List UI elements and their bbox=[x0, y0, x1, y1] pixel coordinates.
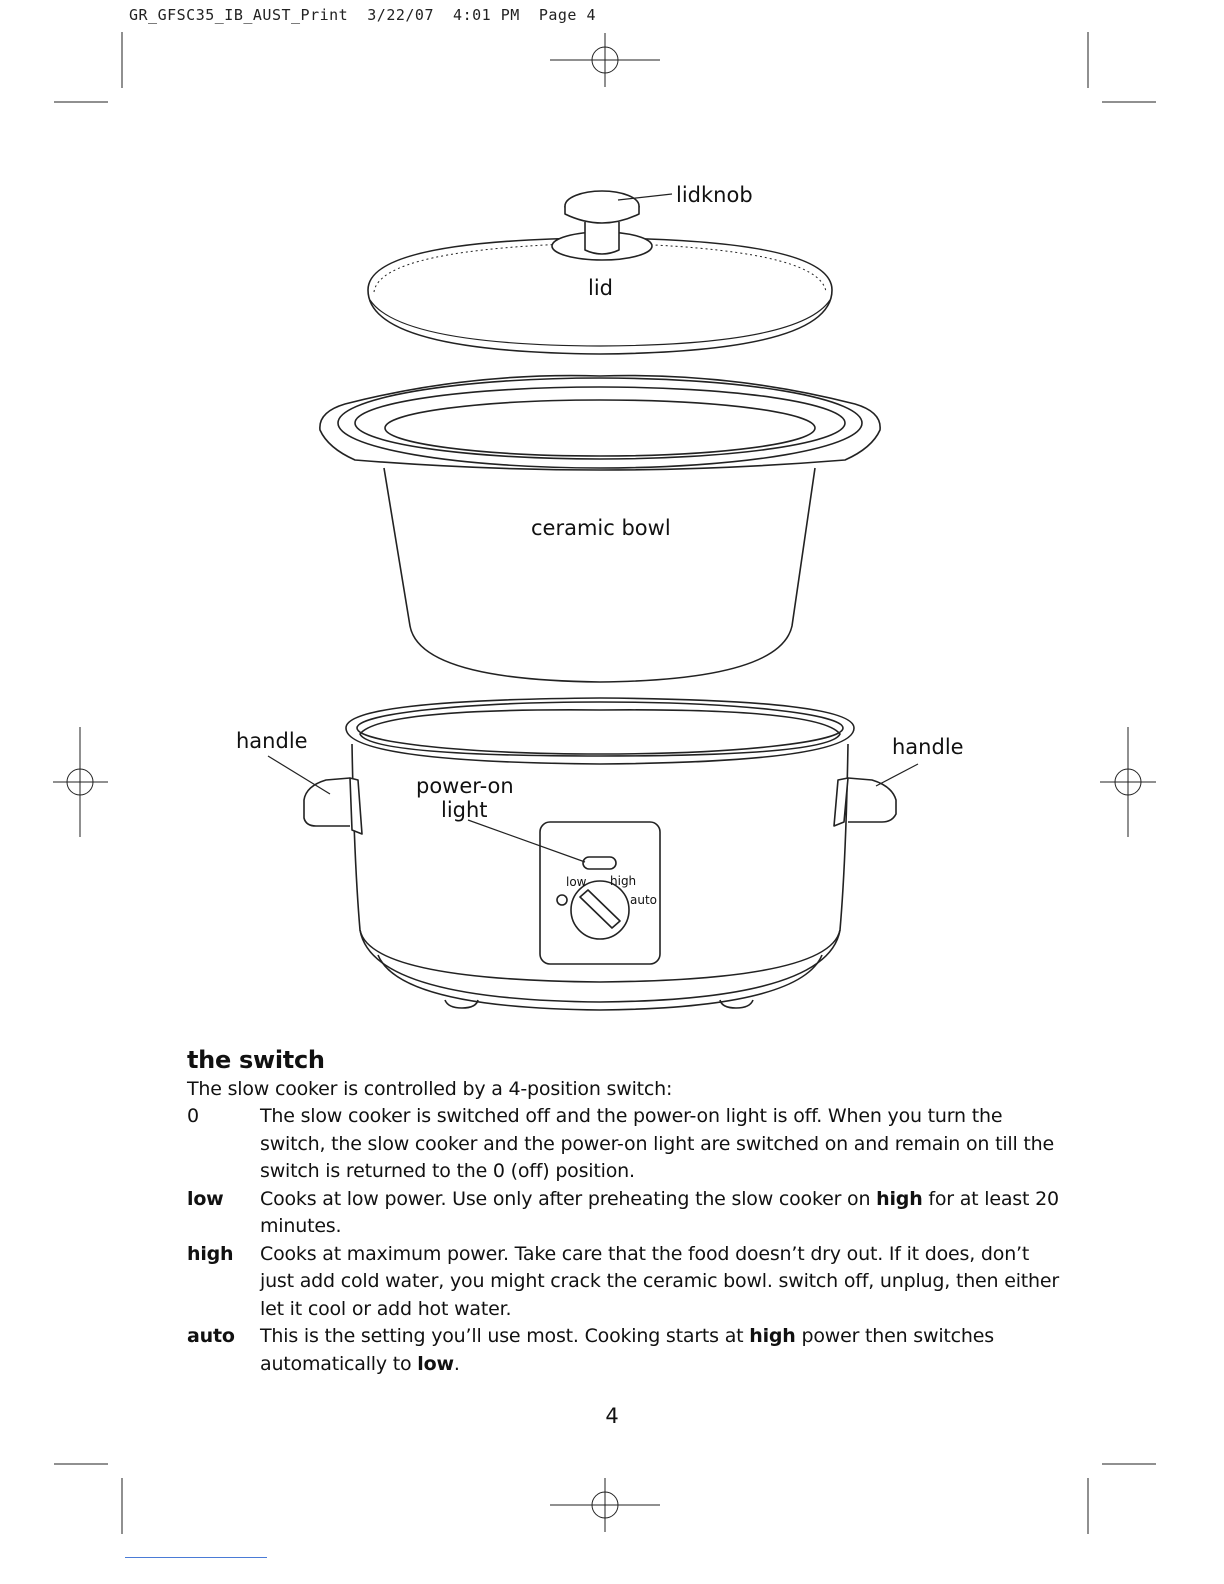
setting-key: auto bbox=[187, 1325, 235, 1347]
bottom-rule bbox=[125, 1557, 267, 1558]
label-lid: lid bbox=[588, 276, 613, 300]
section-heading: the switch bbox=[187, 1046, 325, 1074]
setting-auto: auto This is the setting you’ll use most… bbox=[187, 1323, 1067, 1378]
base-unit-drawing bbox=[267, 697, 919, 1011]
setting-high: high Cooks at maximum power. Take care t… bbox=[187, 1241, 1067, 1324]
label-power-on-1: power-on bbox=[416, 774, 514, 798]
dial-label-auto: auto bbox=[630, 893, 657, 907]
label-handle-left: handle bbox=[236, 729, 308, 753]
setting-off: 0 The slow cooker is switched off and th… bbox=[187, 1103, 1067, 1186]
dial-label-low: low bbox=[566, 875, 587, 889]
label-ceramic-bowl: ceramic bowl bbox=[531, 516, 671, 540]
setting-key: low bbox=[187, 1187, 224, 1210]
label-power-on-2: light bbox=[441, 798, 488, 822]
setting-description: This is the setting you’ll use most. Coo… bbox=[260, 1325, 994, 1375]
section-intro: The slow cooker is controlled by a 4-pos… bbox=[187, 1078, 673, 1100]
setting-description: Cooks at maximum power. Take care that t… bbox=[260, 1242, 1059, 1320]
setting-description: Cooks at low power. Use only after prehe… bbox=[260, 1187, 1059, 1238]
lid-drawing bbox=[367, 190, 833, 355]
setting-low: low Cooks at low power. Use only after p… bbox=[187, 1186, 1067, 1241]
slow-cooker-diagram: lidknob lid ceramic bowl handle handle p… bbox=[236, 183, 964, 1011]
setting-description: The slow cooker is switched off and the … bbox=[260, 1105, 1054, 1182]
label-handle-right: handle bbox=[892, 735, 964, 759]
setting-key: high bbox=[187, 1242, 234, 1265]
print-header: GR_GFSC35_IB_AUST_Print 3/22/07 4:01 PM … bbox=[129, 6, 597, 24]
label-lidknob: lidknob bbox=[676, 183, 753, 207]
ceramic-bowl-drawing bbox=[319, 374, 881, 683]
dial-label-high: high bbox=[610, 874, 636, 888]
switch-section: the switch The slow cooker is controlled… bbox=[187, 1046, 1067, 1378]
setting-key: 0 bbox=[187, 1105, 199, 1127]
page-number: 4 bbox=[605, 1404, 619, 1428]
